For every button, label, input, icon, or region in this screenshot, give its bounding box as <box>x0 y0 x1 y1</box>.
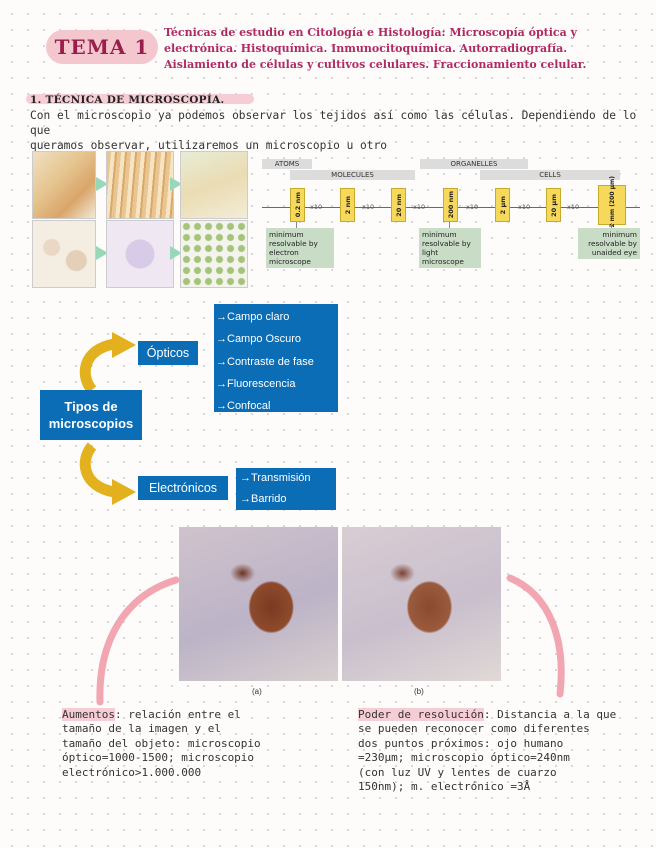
multiplier-label: x10 <box>362 203 375 211</box>
optical-item: →Campo claro <box>216 311 290 323</box>
electronic-box: Electrónicos <box>138 476 228 500</box>
scale-value: 0.2 nm <box>293 192 302 218</box>
scale-value: 20 nm <box>394 193 403 217</box>
intro-paragraph: Con el microscopio ya podemos observar l… <box>30 108 640 153</box>
scale-box: 2 nm <box>340 188 355 222</box>
green-arrow-icon <box>170 246 182 260</box>
green-arrow-icon <box>96 177 108 191</box>
band-label: MOLECULES <box>290 170 415 180</box>
note-line: 150nm); m. electrónico =3Å <box>358 780 531 794</box>
topic-title-line: electrónica. Histoquímica. Inmunocitoquí… <box>164 42 568 55</box>
heading-highlight <box>26 94 254 104</box>
magnification-term: Aumentos <box>62 708 115 721</box>
scale-box: 200 nm <box>443 188 458 222</box>
multiplier-label: x10 <box>413 203 426 211</box>
band-label: ORGANELLES <box>420 159 528 169</box>
micrograph-image <box>180 220 248 288</box>
resolution-tick <box>449 222 450 228</box>
scale-value: 2 nm <box>343 195 352 215</box>
tema-badge: TEMA 1 <box>46 30 158 64</box>
resolution-term: Poder de resolución <box>358 708 484 721</box>
section-heading: 1. TÉCNICA DE MICROSCOPÍA. <box>26 88 254 107</box>
green-arrow-icon <box>96 246 108 260</box>
magnification-note: Aumentos: relación entre el tamaño de la… <box>62 708 302 780</box>
intro-line: queramos observar, utilizaremos un micro… <box>30 139 387 152</box>
multiplier-label: x10 <box>466 203 479 211</box>
curved-arrow-icon <box>79 332 136 394</box>
note-line: tamaño del objeto: microscopio <box>62 736 261 750</box>
mite-photo-low-resolution <box>179 527 338 681</box>
optical-item: →Confocal <box>216 400 271 413</box>
band-label: ATOMS <box>262 159 312 169</box>
multiplier-label: x10 <box>310 203 323 211</box>
curved-arrow-icon <box>79 442 136 505</box>
scale-value: 200 nm <box>446 191 455 219</box>
topic-title: Técnicas de estudio en Citología e Histo… <box>164 25 644 73</box>
electronic-item: →Barrido <box>240 493 287 505</box>
electronic-item: →Transmisión <box>240 472 311 484</box>
optical-list: →Campo claro →Campo Oscuro →Contraste de… <box>214 304 338 412</box>
note-line: : Distancia a la que <box>483 708 617 721</box>
figure-caption: (a) <box>252 687 262 696</box>
optical-item: →Fluorescencia <box>216 377 296 390</box>
optical-item: →Contraste de fase <box>216 355 314 368</box>
note-line: dos puntos próximos: ojo humano <box>358 736 564 750</box>
scale-box: 0.2 mm (200 μm) <box>598 176 626 234</box>
resolution-tick <box>296 222 297 228</box>
intro-line: Con el microscopio ya podemos observar l… <box>30 109 637 137</box>
topic-title-line: Aislamiento de células y cultivos celula… <box>164 58 587 71</box>
resolution-label: minimum resolvable by light microscope <box>419 228 481 268</box>
resolution-power-note: Poder de resolución: Distancia a la que … <box>358 708 644 794</box>
electronic-list: →Transmisión →Barrido <box>236 468 336 510</box>
note-line: tamaño de la imagen y el <box>62 722 221 736</box>
note-line: electrónico>1.000.000 <box>62 765 202 779</box>
scale-box: 20 nm <box>391 188 406 222</box>
section-heading-text: 1. TÉCNICA DE MICROSCOPÍA. <box>30 94 225 106</box>
topic-title-line: Técnicas de estudio en Citología e Histo… <box>164 26 577 39</box>
figure-caption: (b) <box>414 687 424 696</box>
micrograph-image <box>32 220 96 288</box>
pink-arc-icon <box>506 574 565 698</box>
optical-box: Ópticos <box>138 341 198 365</box>
scale-box: 0.2 nm <box>290 188 305 222</box>
multiplier-label: x10 <box>567 203 580 211</box>
note-line: : relación entre el <box>114 708 241 721</box>
resolution-tick <box>611 223 612 228</box>
band-label: CELLS <box>480 170 620 180</box>
note-line: =230μm; microscopio óptico=240nm <box>358 751 570 765</box>
micrograph-image <box>106 220 174 288</box>
scale-value: 2 μm <box>498 195 507 215</box>
scale-value: 20 μm <box>549 193 558 217</box>
note-line: (con luz UV y lentes de cuarzo <box>358 765 557 779</box>
microscope-types-box: Tipos de microscopios <box>40 390 142 440</box>
resolution-label: minimum resolvable by electron microscop… <box>266 228 334 268</box>
note-line: se pueden reconocer como diferentes <box>358 722 590 736</box>
micrograph-image <box>32 151 96 219</box>
optical-item: →Campo Oscuro <box>216 333 301 346</box>
resolution-label: minimum resolvable by unaided eye <box>578 228 640 259</box>
multiplier-label: x10 <box>518 203 531 211</box>
scale-box: 20 μm <box>546 188 561 222</box>
note-line: óptico=1000-1500; microscopio <box>62 751 255 765</box>
scale-value: 0.2 mm (200 μm) <box>608 175 616 235</box>
micrograph-image <box>180 151 248 219</box>
micrograph-image <box>106 151 174 219</box>
mite-photo-high-resolution <box>342 527 501 681</box>
green-arrow-icon <box>170 177 182 191</box>
pink-arc-icon <box>96 576 180 706</box>
scale-box: 2 μm <box>495 188 510 222</box>
